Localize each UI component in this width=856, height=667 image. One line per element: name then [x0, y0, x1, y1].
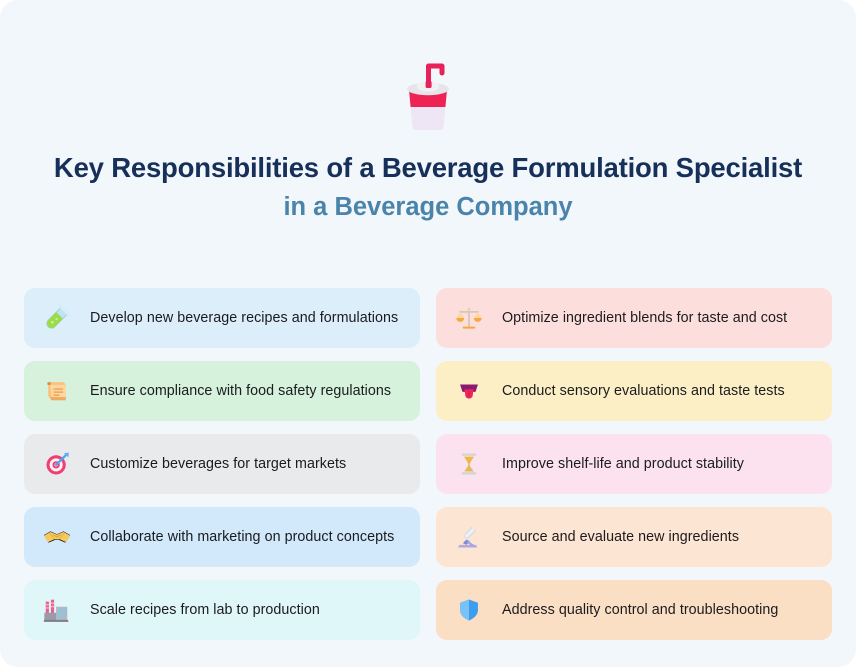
- card-label: Scale recipes from lab to production: [90, 601, 320, 618]
- page-title-line1: Key Responsibilities of a Beverage Formu…: [53, 152, 669, 183]
- beverage-cup-icon: [407, 63, 449, 130]
- card-label: Ensure compliance with food safety regul…: [90, 382, 392, 399]
- balance-scale-icon: [452, 301, 486, 335]
- card-customize-markets[interactable]: Customize beverages for target markets: [24, 434, 420, 494]
- shield-icon: [452, 593, 486, 627]
- card-marketing-collaboration[interactable]: Collaborate with marketing on product co…: [24, 507, 420, 567]
- hourglass-icon: [452, 447, 486, 481]
- card-label: Conduct sensory evaluations and taste te…: [502, 382, 785, 399]
- card-label: Develop new beverage recipes and formula…: [90, 309, 399, 326]
- card-quality-control[interactable]: Address quality control and troubleshoot…: [436, 580, 832, 640]
- card-label: Source and evaluate new ingredients: [502, 528, 740, 545]
- card-label: Customize beverages for target markets: [90, 455, 347, 472]
- page-subtitle: in a Beverage Company: [283, 193, 573, 222]
- card-label: Improve shelf-life and product stability: [502, 455, 744, 472]
- card-sensory-evaluation[interactable]: Conduct sensory evaluations and taste te…: [436, 361, 832, 421]
- card-label: Optimize ingredient blends for taste and…: [502, 309, 788, 326]
- card-label: Address quality control and troubleshoot…: [502, 601, 779, 618]
- microscope-icon: [452, 520, 486, 554]
- card-shelf-life[interactable]: Improve shelf-life and product stability: [436, 434, 832, 494]
- card-food-safety-compliance[interactable]: Ensure compliance with food safety regul…: [24, 361, 420, 421]
- card-develop-recipes[interactable]: Develop new beverage recipes and formula…: [24, 288, 420, 348]
- scroll-icon: [40, 374, 74, 408]
- factory-icon: [40, 593, 74, 627]
- test-tube-icon: [40, 301, 74, 335]
- card-scale-production[interactable]: Scale recipes from lab to production: [24, 580, 420, 640]
- responsibility-card-grid: Develop new beverage recipes and formula…: [24, 288, 832, 640]
- card-source-ingredients[interactable]: Source and evaluate new ingredients: [436, 507, 832, 567]
- handshake-icon: [40, 520, 74, 554]
- tongue-icon: [452, 374, 486, 408]
- card-optimize-blends[interactable]: Optimize ingredient blends for taste and…: [436, 288, 832, 348]
- dart-target-icon: [40, 447, 74, 481]
- card-label: Collaborate with marketing on product co…: [90, 528, 395, 545]
- page-title-line2: Specialist: [675, 152, 803, 183]
- header: Key Responsibilities of a Beverage Formu…: [0, 0, 856, 224]
- title-block: Key Responsibilities of a Beverage Formu…: [0, 150, 856, 224]
- page-title: Key Responsibilities of a Beverage Formu…: [48, 150, 808, 185]
